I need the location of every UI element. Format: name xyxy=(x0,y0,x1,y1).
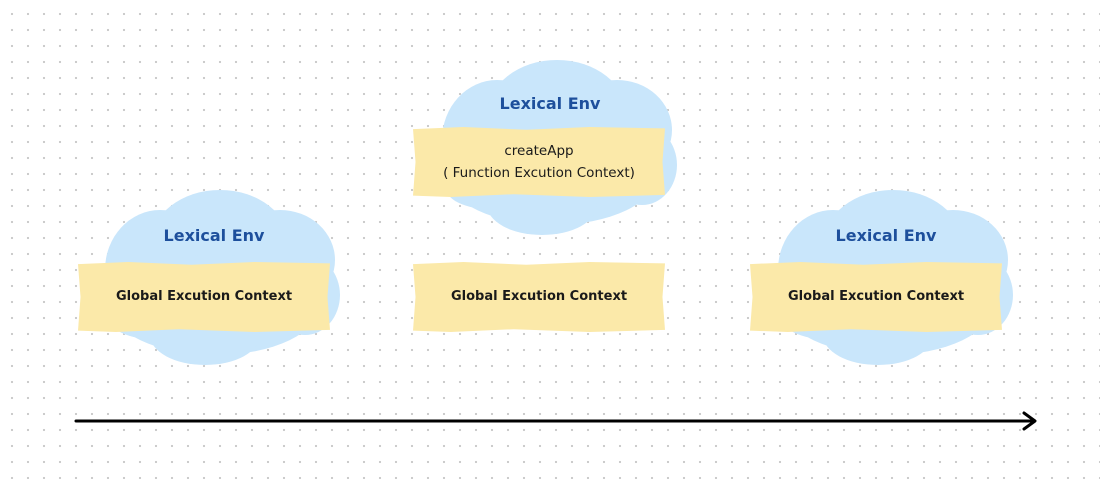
lexical-env-label-2: Lexical Env xyxy=(499,94,601,113)
global-context-label-3: Global Excution Context xyxy=(787,289,965,304)
global-context-label-1: Global Excution Context xyxy=(115,289,293,304)
global-context-note-3: Global Excution Context xyxy=(750,262,1002,332)
lexical-env-label-1: Lexical Env xyxy=(163,226,265,245)
function-context-label: ( Function Excution Context) xyxy=(443,165,635,181)
global-context-label-2: Global Excution Context xyxy=(450,289,628,304)
lexical-env-label-3: Lexical Env xyxy=(835,226,937,245)
global-context-note-2: Global Excution Context xyxy=(413,262,665,332)
global-context-note-1: Global Excution Context xyxy=(78,262,330,332)
function-context-note: createApp ( Function Excution Context) xyxy=(413,127,665,197)
function-name: createApp xyxy=(504,143,574,159)
